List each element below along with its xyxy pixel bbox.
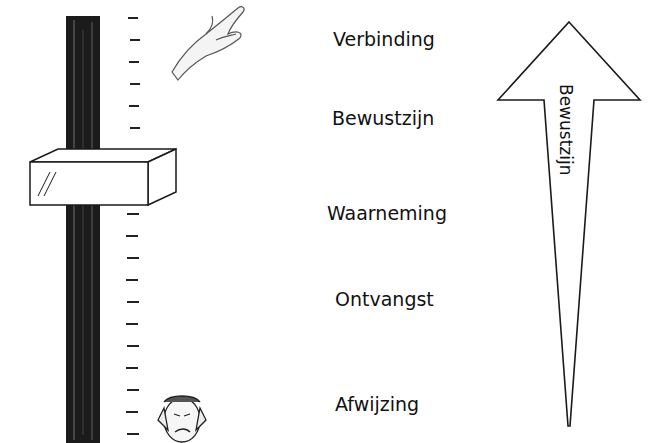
face-head xyxy=(164,398,200,442)
tick-mark xyxy=(130,39,140,41)
face-illustration xyxy=(158,396,206,442)
level-label: Bewustzijn xyxy=(332,107,434,129)
knob-front xyxy=(30,162,148,205)
face-brow xyxy=(174,414,180,416)
face-hair xyxy=(164,396,200,402)
face-hand xyxy=(158,408,168,430)
fader-bar xyxy=(66,16,100,443)
tick-mark xyxy=(126,323,138,325)
tick-mark xyxy=(127,301,139,303)
fader-ticks xyxy=(126,18,140,434)
arrow-label: Bewustzijn xyxy=(556,84,576,175)
face-hand xyxy=(196,408,206,430)
arrow-outline xyxy=(496,20,642,428)
face-mouth xyxy=(175,429,190,432)
fader-streak xyxy=(83,30,84,435)
fader-streak xyxy=(73,20,75,440)
tick-mark xyxy=(130,127,140,129)
hand-finger xyxy=(206,16,213,34)
tick-mark xyxy=(127,389,139,391)
arrow-shape: Bewustzijn xyxy=(496,20,642,428)
tick-mark xyxy=(127,433,139,435)
tick-mark xyxy=(126,235,138,237)
knob-glare xyxy=(38,172,50,196)
tick-mark xyxy=(129,105,139,107)
tick-mark xyxy=(126,411,138,413)
level-label: Ontvangst xyxy=(335,288,434,310)
level-label: Afwijzing xyxy=(335,393,419,415)
tick-mark xyxy=(129,61,139,63)
hand-finger xyxy=(216,34,236,40)
tick-mark xyxy=(128,17,138,19)
knob-side xyxy=(148,149,176,205)
tick-mark xyxy=(126,367,138,369)
tick-mark xyxy=(126,279,138,281)
fader-streak xyxy=(92,22,93,440)
level-label: Verbinding xyxy=(333,28,435,50)
level-label: Waarneming xyxy=(327,202,447,224)
tick-mark xyxy=(130,83,140,85)
knob-glare xyxy=(44,172,56,196)
tick-mark xyxy=(127,257,139,259)
hand-shape xyxy=(172,7,244,80)
tick-mark xyxy=(127,213,139,215)
tick-mark xyxy=(127,345,139,347)
hand-illustration xyxy=(172,7,244,80)
face-brow xyxy=(184,414,190,416)
arrow-path xyxy=(498,22,640,426)
fader-track xyxy=(66,16,100,443)
fader-knob xyxy=(30,149,176,205)
